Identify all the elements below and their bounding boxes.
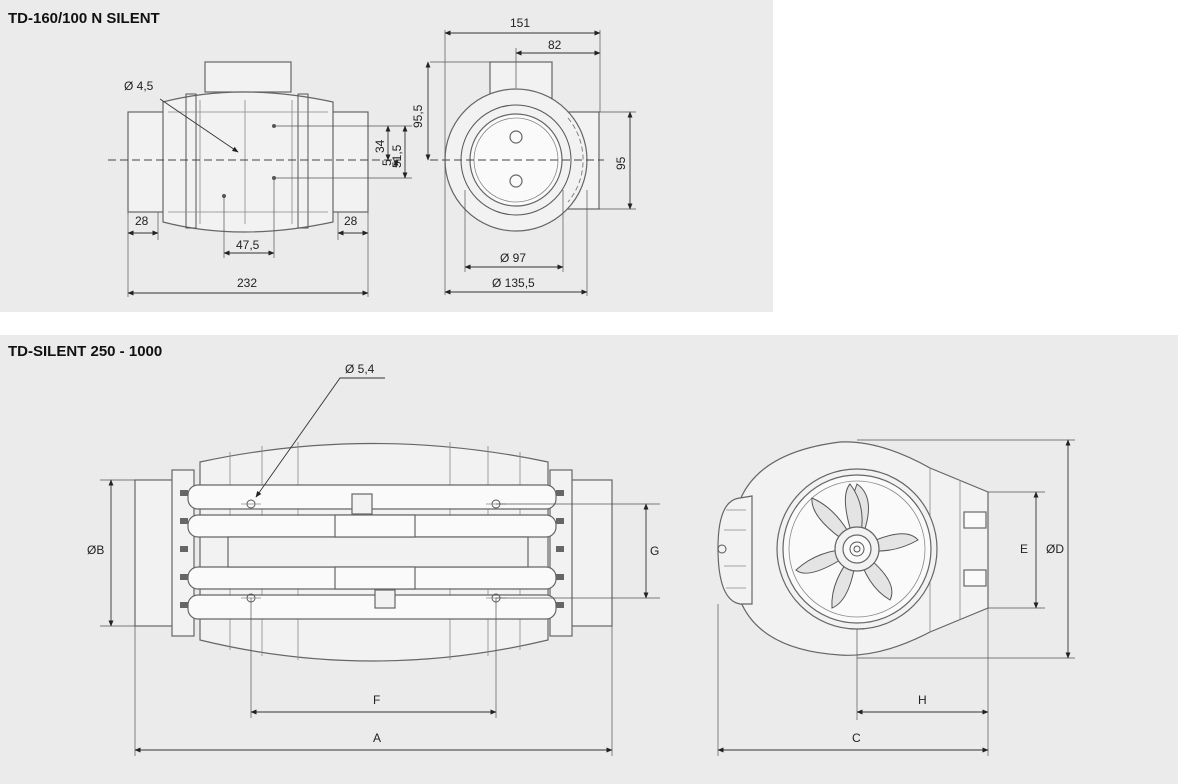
small-fan-side-view	[108, 61, 412, 233]
dim-28-right-label: 28	[344, 214, 358, 228]
large-fan-end-labels: E ØD H C	[852, 542, 1064, 745]
hole-diameter-label: Ø 4,5	[124, 79, 154, 93]
large-fan-side-dimensions	[100, 479, 660, 756]
dim-151-label: 151	[510, 16, 530, 30]
small-fan-side-labels: Ø 4,5 28 47,5 28 232 34 5 51,5	[124, 79, 404, 290]
dim-28-left-label: 28	[135, 214, 149, 228]
dim-b-label: ØB	[87, 543, 104, 557]
panel-title: TD-SILENT 250 - 1000	[8, 343, 163, 360]
dim-82-label: 82	[548, 38, 562, 52]
dim-h-label: H	[918, 693, 927, 707]
dim-d-label: ØD	[1046, 542, 1064, 556]
hole-diameter-label: Ø 5,4	[345, 362, 375, 376]
small-fan-side-dimensions	[127, 125, 408, 297]
dim-232-label: 232	[237, 276, 257, 290]
small-fan-end-view	[430, 30, 636, 296]
dim-a-label: A	[373, 731, 381, 745]
large-fan-side-labels: Ø 5,4 ØB G F A	[87, 362, 659, 745]
dim-f-label: F	[373, 693, 380, 707]
small-fan-end-labels: 151 82 95,5 95 Ø 97 Ø 135,5	[411, 16, 628, 290]
dim-51-5-label: 51,5	[390, 144, 404, 168]
dim-95-5-label: 95,5	[411, 104, 425, 128]
large-fan-side-view	[134, 377, 613, 662]
small-fan-end-dimensions	[425, 30, 633, 295]
dim-c-label: C	[852, 731, 861, 745]
dim-95-label: 95	[614, 156, 628, 170]
dim-34-label: 34	[373, 139, 387, 153]
dim-g-label: G	[650, 544, 659, 558]
dim-47-5-label: 47,5	[236, 238, 260, 252]
large-fan-end-view	[717, 439, 1075, 659]
dim-e-label: E	[1020, 542, 1028, 556]
dim-5-label: 5	[380, 159, 394, 166]
dim-135-5-label: Ø 135,5	[492, 276, 535, 290]
panel-title: TD-160/100 N SILENT	[8, 10, 160, 27]
dim-97-label: Ø 97	[500, 251, 526, 265]
large-fan-end-dimensions	[717, 439, 1071, 756]
